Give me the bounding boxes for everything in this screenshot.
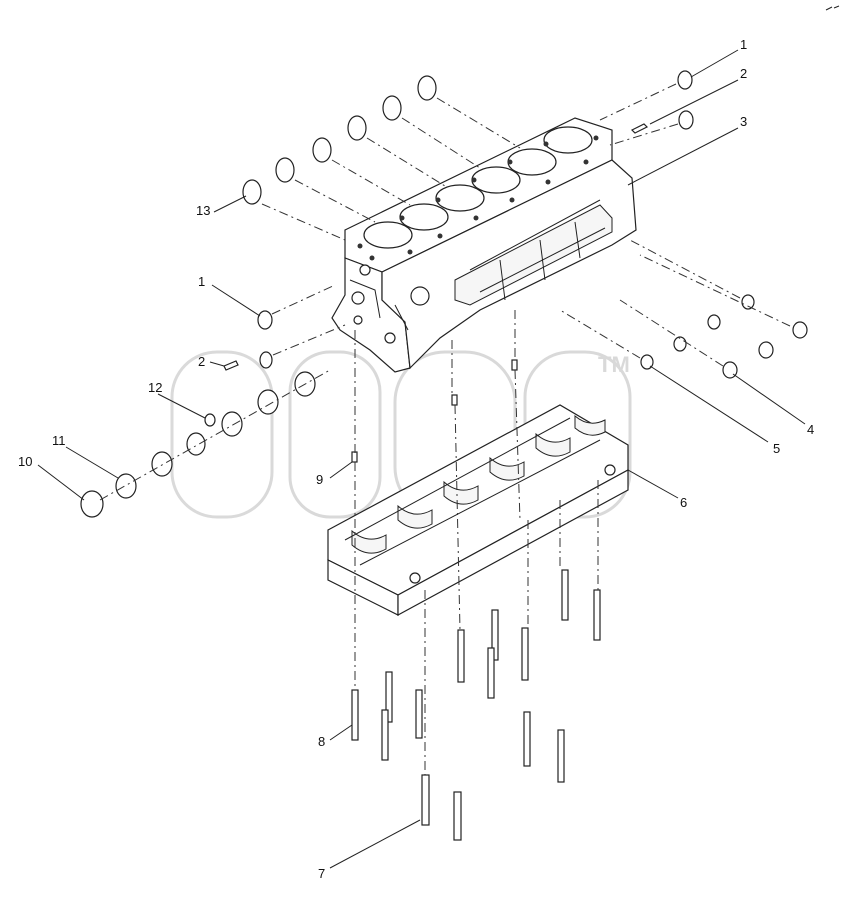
- callout-2-front: 2: [198, 354, 205, 369]
- callout-7: 7: [318, 866, 325, 881]
- callout-10: 10: [18, 454, 32, 469]
- callout-8: 8: [318, 734, 325, 749]
- callout-3: 3: [740, 114, 747, 129]
- callout-2-top: 2: [740, 66, 747, 81]
- bedplate: [327, 404, 629, 617]
- callout-4: 4: [807, 422, 814, 437]
- side-plugs: [640, 294, 808, 379]
- front-bushings: [80, 310, 316, 518]
- callout-9: 9: [316, 472, 323, 487]
- corner-mark: [825, 5, 840, 11]
- callout-13: 13: [196, 203, 210, 218]
- main-bearing-bolts: [351, 569, 601, 841]
- callout-12: 12: [148, 380, 162, 395]
- callout-1-front: 1: [198, 274, 205, 289]
- callout-5: 5: [773, 441, 780, 456]
- callout-11: 11: [52, 433, 66, 448]
- top-core-plugs: [242, 70, 694, 205]
- callout-1-top: 1: [740, 37, 747, 52]
- cylinder-block: [331, 117, 637, 373]
- callout-6: 6: [680, 495, 687, 510]
- assembly-lines: [99, 83, 791, 775]
- watermark-tm: TM: [598, 352, 630, 377]
- leader-lines: [37, 49, 806, 869]
